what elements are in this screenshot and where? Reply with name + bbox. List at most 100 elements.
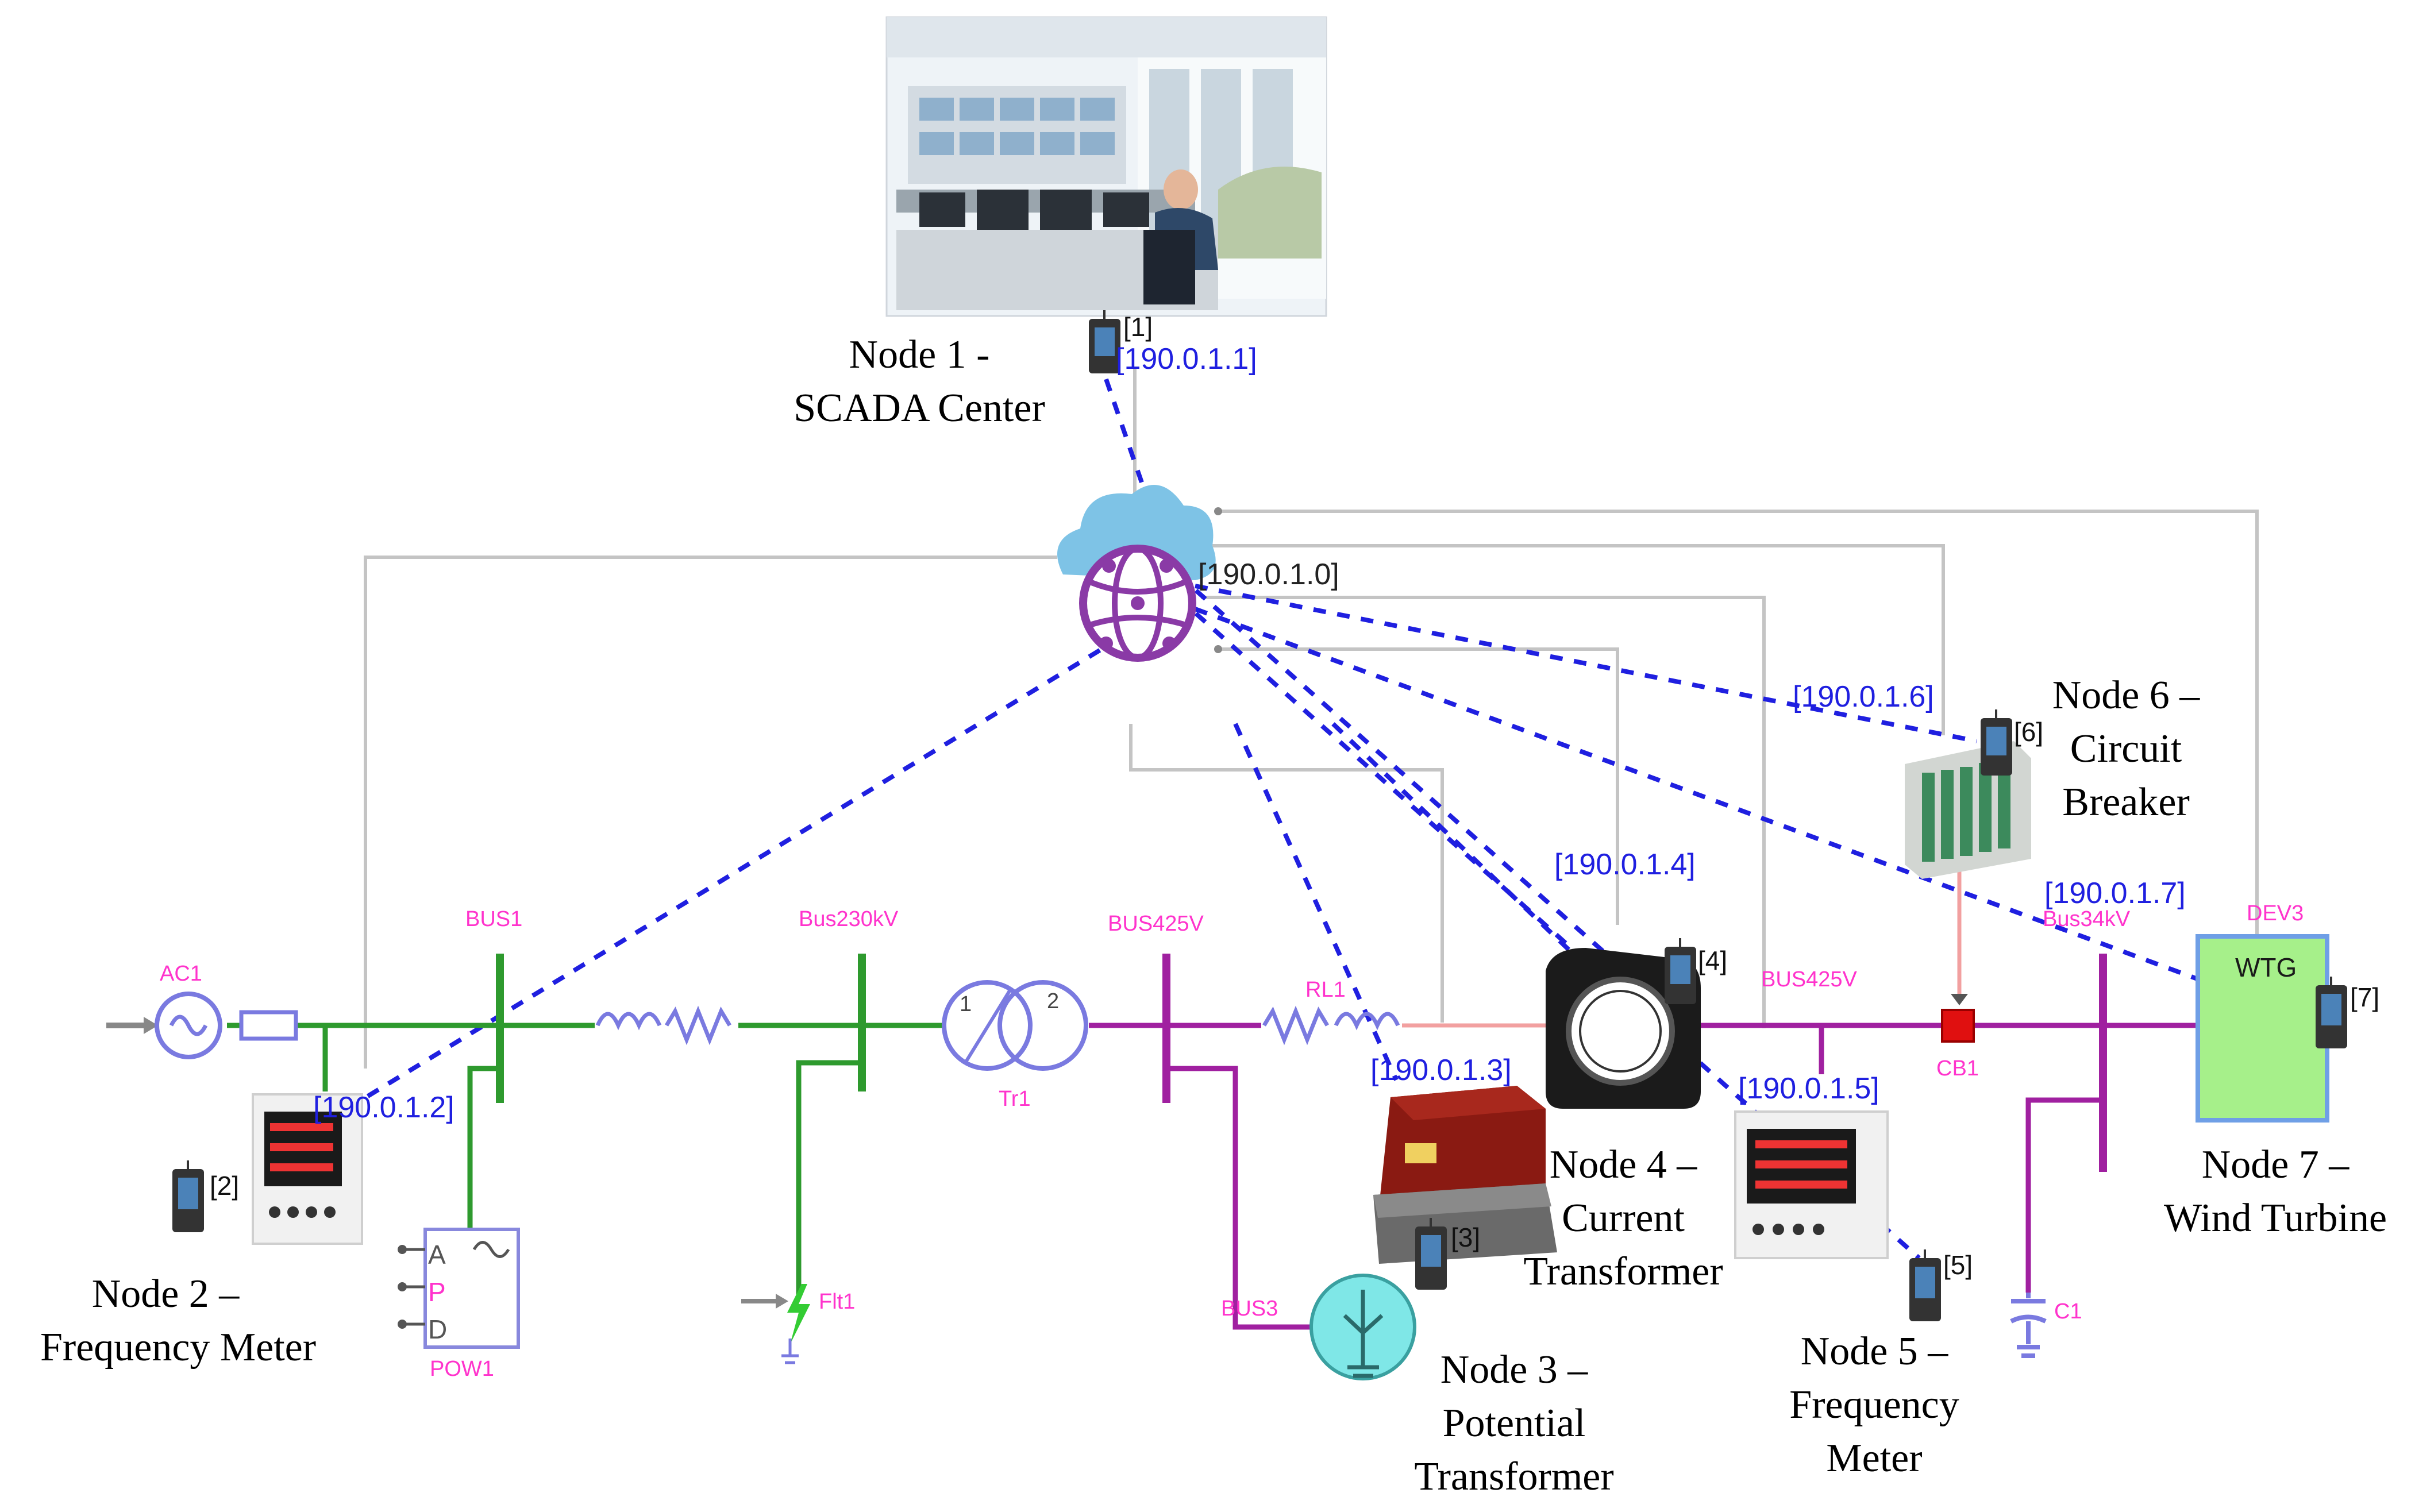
label-pow-a: A xyxy=(428,1240,446,1270)
tag-6: [6] xyxy=(2014,717,2043,747)
frequency-meter-1 xyxy=(252,1093,363,1245)
svg-text:Node 5 –: Node 5 – xyxy=(1801,1329,1949,1374)
svg-text:Node 2 –: Node 2 – xyxy=(92,1272,240,1316)
tag-5: [5] xyxy=(1943,1250,1973,1280)
link-n3 xyxy=(1233,723,1399,1081)
node-7-label: Node 7 – Wind Turbine xyxy=(2164,1143,2387,1240)
device-icon-3 xyxy=(1415,1218,1447,1290)
label-pow-p: P xyxy=(428,1277,446,1307)
link-n4 xyxy=(1331,722,1611,990)
label-flt1: Flt1 xyxy=(819,1290,855,1314)
ip-node4: [190.0.1.4] xyxy=(1554,848,1696,881)
svg-text:Node 3 –: Node 3 – xyxy=(1440,1348,1589,1392)
fault-flt1 xyxy=(741,1284,810,1364)
wind-turbine-dev3 xyxy=(2196,934,2329,1123)
node-1-label: Node 1 - SCADA Center xyxy=(794,333,1045,430)
tag-7: [7] xyxy=(2350,982,2379,1012)
pink-power-lines xyxy=(1402,867,1962,1028)
svg-text:Transformer: Transformer xyxy=(1523,1249,1723,1294)
svg-text:Node 6 –: Node 6 – xyxy=(2052,673,2201,718)
ip-node5: [190.0.1.5] xyxy=(1738,1072,1879,1105)
svg-text:Current: Current xyxy=(1562,1196,1685,1240)
label-bus3: BUS3 xyxy=(1221,1297,1278,1321)
node-6-label: Node 6 – Circuit Breaker xyxy=(2052,673,2201,824)
comm-line-bus425b xyxy=(1201,596,1766,1028)
tag-1: [1] xyxy=(1123,312,1153,342)
label-c1: C1 xyxy=(2054,1299,2082,1324)
current-transformer-device xyxy=(1546,948,1701,1109)
green-bus-bars xyxy=(496,954,866,1103)
device-icon-6 xyxy=(1981,709,2012,776)
ac-source xyxy=(106,992,298,1059)
scada-control-room-image xyxy=(885,16,1327,317)
grey-comm-lines xyxy=(364,368,2259,1069)
node-labels: Node 1 - SCADA Center Node 2 – Frequency… xyxy=(40,333,2387,1499)
label-tr1: Tr1 xyxy=(999,1087,1031,1111)
label-cb1: CB1 xyxy=(1936,1056,1979,1081)
transformer-tr1 xyxy=(942,980,1088,1071)
label-rl1: RL1 xyxy=(1305,978,1346,1002)
svg-text:Wind Turbine: Wind Turbine xyxy=(2164,1196,2387,1240)
ip-node3: [190.0.1.3] xyxy=(1370,1054,1512,1087)
node-3-label: Node 3 – Potential Transformer xyxy=(1414,1348,1613,1499)
grey-arrows xyxy=(1214,507,1222,653)
tag-2: [2] xyxy=(210,1171,239,1201)
svg-text:Node 4 –: Node 4 – xyxy=(1550,1143,1698,1187)
purple-power-lines xyxy=(1089,1023,2198,1330)
label-ac1: AC1 xyxy=(160,962,202,986)
svg-text:Breaker: Breaker xyxy=(2062,780,2190,824)
label-bus1: BUS1 xyxy=(465,907,522,931)
svg-text:Frequency Meter: Frequency Meter xyxy=(40,1325,316,1370)
line-impedance-1 xyxy=(595,1005,732,1046)
node-4-label: Node 4 – Current Transformer xyxy=(1523,1143,1723,1294)
ip-labels: [190.0.1.0] [190.0.1.1] [190.0.1.2] [190… xyxy=(313,342,2186,1124)
comm-line-ct xyxy=(1218,647,1619,925)
label-pow1: POW1 xyxy=(430,1357,494,1381)
component-labels: AC1 BUS1 Bus230kV BUS425V RL1 Tr1 Flt1 P… xyxy=(160,901,2304,1381)
wireless-device-icons xyxy=(172,310,2347,1321)
label-wtg: WTG xyxy=(2235,952,2297,982)
ip-hub: [190.0.1.0] xyxy=(1198,558,1339,591)
device-icon-2 xyxy=(172,1160,204,1232)
device-icon-4 xyxy=(1665,938,1696,1004)
network-hub-icon xyxy=(1057,485,1216,662)
svg-text:Circuit: Circuit xyxy=(2070,727,2182,771)
label-dev3: DEV3 xyxy=(2247,901,2304,925)
link-n2 xyxy=(251,635,1122,1168)
svg-text:Meter: Meter xyxy=(1826,1436,1922,1480)
tag-3: [3] xyxy=(1451,1222,1480,1252)
svg-text:Frequency: Frequency xyxy=(1789,1383,1959,1427)
ip-node2: [190.0.1.2] xyxy=(313,1091,455,1124)
circuit-breaker-cb1 xyxy=(1941,994,1975,1043)
device-icon-5 xyxy=(1909,1249,1941,1321)
pt-symbol-bus3 xyxy=(1309,1274,1416,1380)
comm-line-cb xyxy=(1195,544,1945,735)
comm-line-pt xyxy=(1129,724,1444,1023)
device-icon-1 xyxy=(1089,310,1120,373)
label-bus230: Bus230kV xyxy=(799,907,899,931)
link-n6 xyxy=(1195,584,1977,743)
node-2-label: Node 2 – Frequency Meter xyxy=(40,1272,316,1370)
node-5-label: Node 5 – Frequency Meter xyxy=(1789,1329,1959,1480)
link-n4b xyxy=(1176,573,1685,1024)
line-impedance-rl1 xyxy=(1262,1005,1400,1046)
label-tr-winding-1: 1 xyxy=(960,992,972,1016)
label-pow-d: D xyxy=(428,1314,447,1344)
potential-transformer-device xyxy=(1373,1086,1557,1264)
label-bus425-left: BUS425V xyxy=(1108,912,1204,936)
comm-line-left xyxy=(364,556,1057,1069)
svg-text:Node 7 –: Node 7 – xyxy=(2202,1143,2350,1187)
purple-bus-bars xyxy=(1162,954,2107,1172)
link-n7 xyxy=(1194,607,2317,1025)
capacitor-c1 xyxy=(2010,1293,2047,1358)
tag-4: [4] xyxy=(1698,946,1727,975)
ip-node1: [190.0.1.1] xyxy=(1116,342,1257,376)
power-meter-pow1 xyxy=(398,1228,520,1349)
label-tr-winding-2: 2 xyxy=(1047,989,1059,1013)
frequency-meter-2 xyxy=(1734,1110,1889,1259)
device-icon-7 xyxy=(2316,977,2347,1048)
ip-node7: [190.0.1.7] xyxy=(2044,877,2186,910)
svg-text:Node 1 -: Node 1 - xyxy=(849,333,990,377)
